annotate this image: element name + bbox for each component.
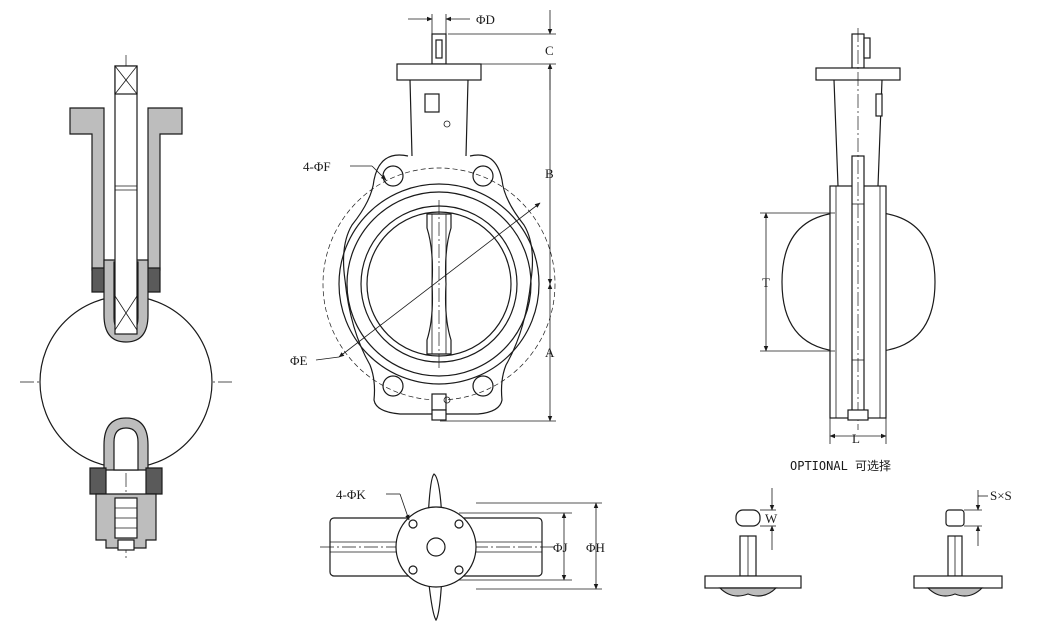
label-dim-a: A	[545, 345, 555, 360]
label-holes-k: 4-ΦK	[336, 487, 366, 502]
label-dim-w: W	[765, 511, 778, 526]
label-dim-d: ΦD	[476, 12, 495, 27]
label-dim-e: ΦE	[290, 353, 308, 368]
section-view	[20, 55, 235, 560]
label-dim-sxs: S×S	[990, 488, 1012, 503]
label-optional: OPTIONAL 可选择	[790, 459, 891, 473]
label-dim-l: L	[852, 431, 860, 446]
label-dim-h: ΦH	[586, 540, 605, 555]
top-view	[320, 473, 602, 622]
label-dim-b: B	[545, 166, 554, 181]
optional-key-stem	[704, 488, 802, 597]
label-dim-j: ΦJ	[553, 540, 568, 555]
optional-square-stem	[913, 490, 1003, 597]
label-dim-c: C	[545, 43, 554, 58]
label-dim-t: T	[762, 275, 770, 290]
label-holes-f: 4-ΦF	[303, 159, 331, 174]
side-view	[760, 28, 936, 444]
front-view	[315, 10, 556, 422]
